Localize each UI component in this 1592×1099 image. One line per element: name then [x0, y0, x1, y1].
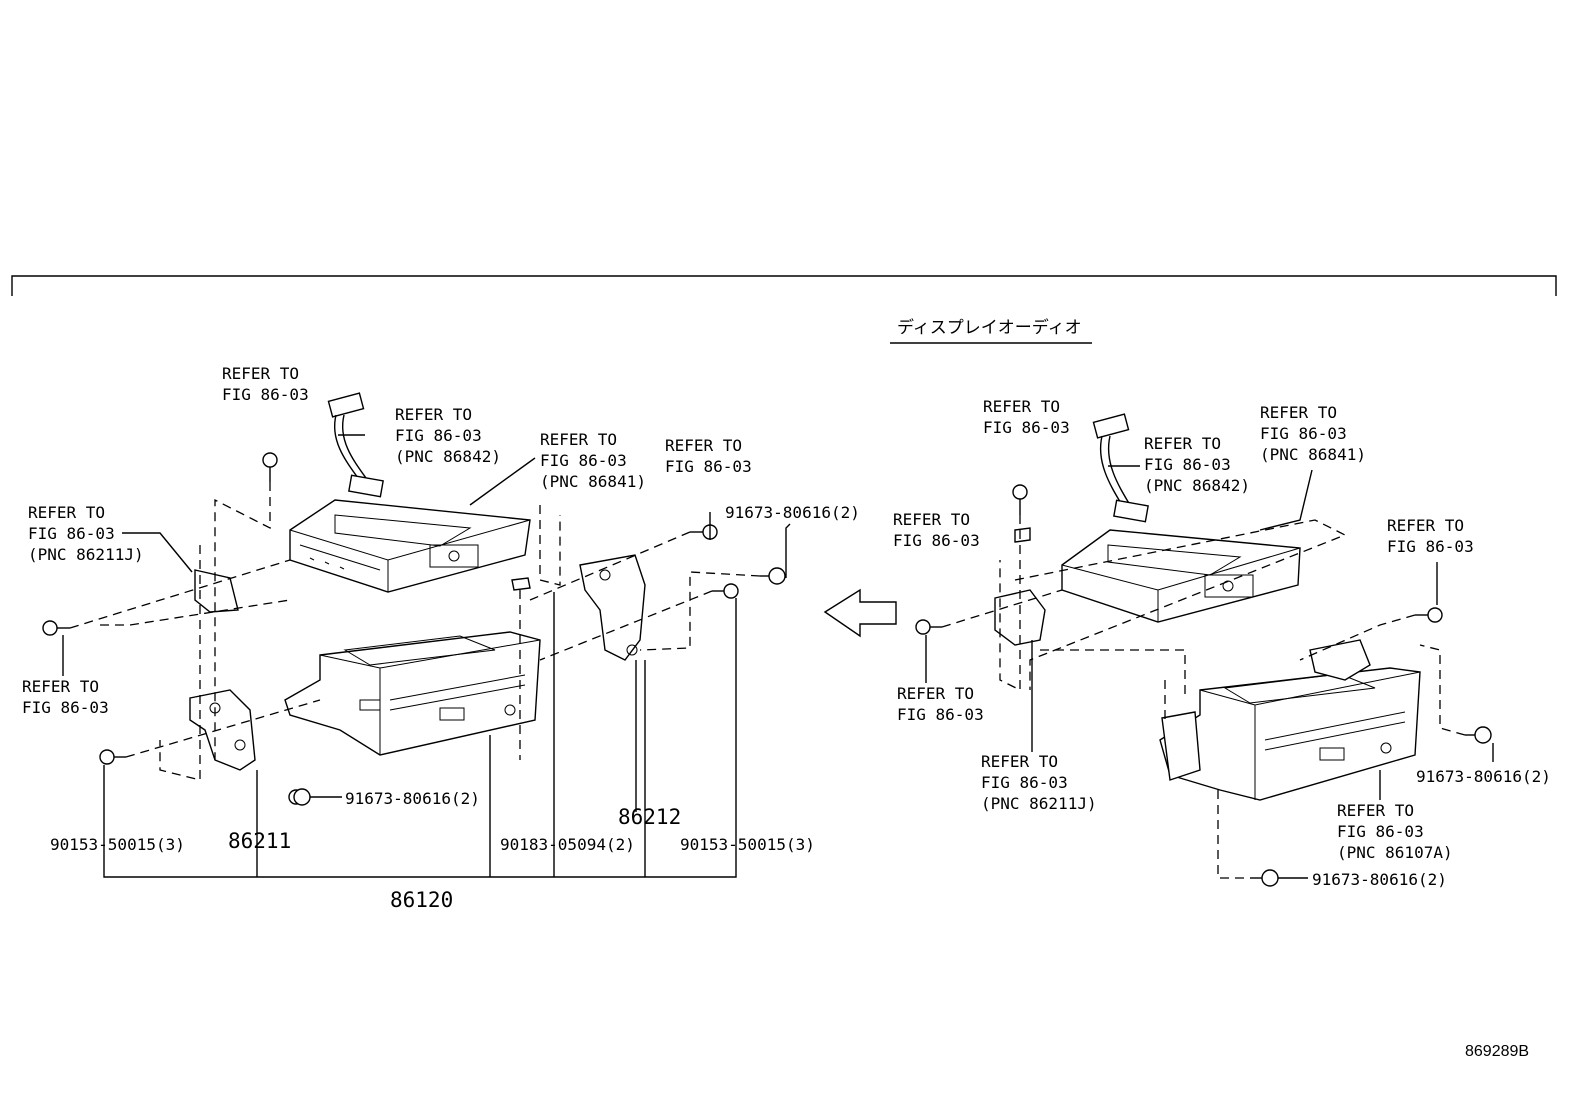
r-refer-top-line2: FIG 86-03: [983, 418, 1070, 437]
right-clip: [1014, 527, 1031, 543]
left-main-unit: [284, 631, 541, 756]
right-main-unit: [1159, 667, 1421, 801]
refer-label-right-screw-line2: FIG 86-03: [665, 457, 752, 476]
left-leaders: [62, 434, 791, 878]
r-refer-clip-line1: REFER TO: [893, 510, 970, 529]
refer-label-bracket-line1: REFER TO: [28, 503, 105, 522]
refer-label-harness-line1: REFER TO: [395, 405, 472, 424]
right-screws: [915, 484, 1492, 887]
r-refer-right-screw-line1: REFER TO: [1387, 516, 1464, 535]
r-refer-bracket-line2: FIG 86-03: [981, 773, 1068, 792]
refer-label-harness-pnc: (PNC 86842): [395, 447, 501, 466]
refer-label-display-line1: REFER TO: [540, 430, 617, 449]
left-harness: [327, 392, 384, 498]
right-assembly: [890, 342, 1494, 887]
left-assembly: [42, 392, 791, 878]
r-refer-bracket-line1: REFER TO: [981, 752, 1058, 771]
left-bracket-86211: [189, 569, 256, 771]
part-label-91673-lower: 91673-80616(2): [345, 789, 480, 808]
figure-id: 869289B: [1465, 1043, 1529, 1060]
part-label-86120: 86120: [390, 888, 453, 912]
r-refer-unit-pnc: (PNC 86107A): [1337, 843, 1453, 862]
part-label-91673-upper: 91673-80616(2): [725, 503, 860, 522]
r-refer-display-pnc: (PNC 86841): [1260, 445, 1366, 464]
r-part-label-91673-bottom: 91673-80616(2): [1312, 870, 1447, 889]
r-refer-unit-line2: FIG 86-03: [1337, 822, 1424, 841]
left-bracket-86212: [579, 554, 646, 661]
refer-label-top-line1: REFER TO: [222, 364, 299, 383]
frame-border: [11, 275, 1557, 296]
r-refer-left-screw-line2: FIG 86-03: [897, 705, 984, 724]
r-refer-top-line1: REFER TO: [983, 397, 1060, 416]
right-harness: [1092, 413, 1149, 523]
left-guides: [69, 482, 761, 781]
refer-label-display-pnc: (PNC 86841): [540, 472, 646, 491]
r-part-label-91673-right: 91673-80616(2): [1416, 767, 1551, 786]
refer-label-left-screw-line1: REFER TO: [22, 677, 99, 696]
refer-label-top-line2: FIG 86-03: [222, 385, 309, 404]
part-label-86211: 86211: [228, 829, 291, 853]
refer-label-harness-line2: FIG 86-03: [395, 426, 482, 445]
right-leaders: [925, 465, 1494, 879]
refer-label-right-screw-line1: REFER TO: [665, 436, 742, 455]
r-refer-display-line2: FIG 86-03: [1260, 424, 1347, 443]
left-labels: REFER TO FIG 86-03 REFER TO FIG 86-03 (P…: [22, 364, 860, 912]
part-label-90183: 90183-05094(2): [500, 835, 635, 854]
section-title: ディスプレイオーディオ: [897, 317, 1082, 338]
left-clip-90183: [511, 577, 531, 591]
part-label-90153-left: 90153-50015(3): [50, 835, 185, 854]
r-refer-unit-line1: REFER TO: [1337, 801, 1414, 820]
refer-label-bracket-pnc: (PNC 86211J): [28, 545, 144, 564]
r-refer-left-screw-line1: REFER TO: [897, 684, 974, 703]
r-refer-bracket-pnc: (PNC 86211J): [981, 794, 1097, 813]
right-guides: [941, 515, 1466, 879]
left-display-unit: [289, 499, 531, 593]
left-screws: [42, 452, 786, 806]
r-refer-clip-line2: FIG 86-03: [893, 531, 980, 550]
refer-label-left-screw-line2: FIG 86-03: [22, 698, 109, 717]
right-bracket: [994, 589, 1371, 781]
view-direction-arrow: [823, 588, 897, 638]
r-refer-display-line1: REFER TO: [1260, 403, 1337, 422]
r-refer-right-screw-line2: FIG 86-03: [1387, 537, 1474, 556]
part-label-86212: 86212: [618, 805, 681, 829]
part-label-90153-right: 90153-50015(3): [680, 835, 815, 854]
r-refer-harness-line2: FIG 86-03: [1144, 455, 1231, 474]
right-labels: ディスプレイオーディオ REFER TO FIG 86-03 REFER TO …: [893, 317, 1551, 889]
r-refer-harness-pnc: (PNC 86842): [1144, 476, 1250, 495]
right-display-unit: [1061, 529, 1301, 623]
r-refer-harness-line1: REFER TO: [1144, 434, 1221, 453]
refer-label-bracket-line2: FIG 86-03: [28, 524, 115, 543]
refer-label-display-line2: FIG 86-03: [540, 451, 627, 470]
